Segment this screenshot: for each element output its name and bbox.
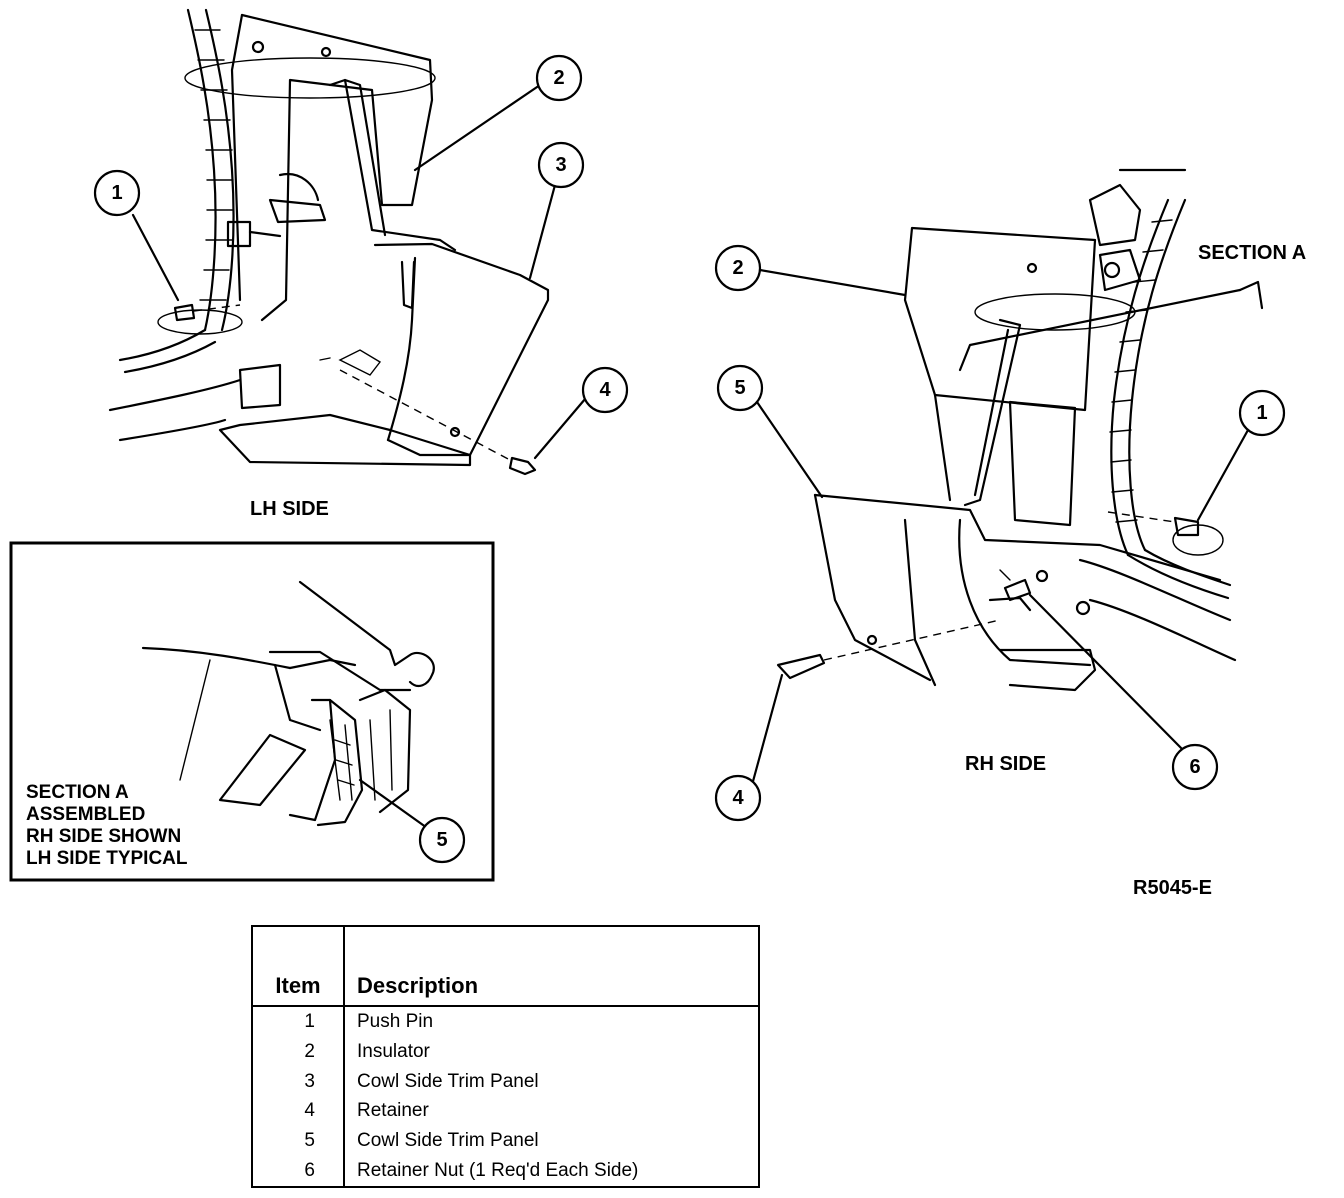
parts-legend-table: Item Description 1 Push Pin 2 Insulator …: [251, 925, 760, 1188]
item-number: 2: [252, 1036, 345, 1067]
section-a-label: SECTION A: [1198, 242, 1306, 264]
callout-number: 6: [1189, 756, 1200, 778]
figure-code: R5045-E: [1133, 877, 1212, 899]
lh-side-label: LH SIDE: [250, 498, 329, 520]
item-description: Insulator: [357, 1040, 430, 1062]
item-description: Retainer Nut (1 Req'd Each Side): [357, 1160, 639, 1182]
rh-callout-1: 1: [1238, 389, 1286, 437]
item-number: 3: [252, 1066, 345, 1097]
rh-side-label: RH SIDE: [965, 753, 1046, 775]
table-header-row: Item Description: [252, 926, 759, 1007]
inset-callout-5: 5: [418, 816, 466, 864]
table-row: 6 Retainer Nut (1 Req'd Each Side): [252, 1156, 759, 1187]
item-number: 5: [252, 1126, 345, 1157]
lh-callout-2: 2: [535, 54, 583, 102]
table-row: 3 Cowl Side Trim Panel: [252, 1066, 759, 1097]
callout-number: 3: [555, 154, 566, 176]
rh-callout-6: 6: [1171, 743, 1219, 791]
section-a-inset-caption: SECTION A ASSEMBLED RH SIDE SHOWN LH SID…: [26, 782, 188, 870]
inset-caption-line: LH SIDE TYPICAL: [26, 848, 188, 869]
rh-callout-2: 2: [714, 244, 762, 292]
lh-side-drawing: [108, 8, 593, 476]
callout-number: 2: [553, 67, 564, 89]
callout-number: 1: [1256, 402, 1267, 424]
section-a-inset-drawing: [141, 580, 435, 832]
inset-caption-line: RH SIDE SHOWN: [26, 826, 182, 847]
table-row: 5 Cowl Side Trim Panel: [252, 1126, 759, 1157]
callout-number: 1: [111, 182, 122, 204]
item-number: 6: [252, 1156, 345, 1187]
item-description: Cowl Side Trim Panel: [357, 1070, 539, 1092]
table-row: 2 Insulator: [252, 1036, 759, 1067]
table-row: 4 Retainer: [252, 1096, 759, 1127]
lh-callout-1: 1: [93, 169, 141, 217]
callout-number: 4: [732, 787, 744, 809]
inset-caption-line: ASSEMBLED: [26, 804, 146, 825]
lh-callout-4: 4: [581, 366, 629, 414]
item-description: Retainer: [357, 1100, 429, 1122]
description-column-header: Description: [344, 926, 759, 1007]
rh-callout-4: 4: [714, 774, 762, 822]
item-number: 1: [252, 1006, 345, 1037]
item-description: Push Pin: [357, 1010, 434, 1032]
item-number: 4: [252, 1096, 345, 1127]
item-description: Cowl Side Trim Panel: [357, 1130, 539, 1152]
inset-caption-line: SECTION A: [26, 782, 129, 803]
section-a-inset-frame: [9, 541, 495, 882]
callout-number: 5: [734, 377, 745, 399]
table-row: 1 Push Pin: [252, 1006, 759, 1037]
callout-number: 5: [436, 829, 447, 851]
item-column-header: Item: [252, 926, 345, 1007]
callout-number: 4: [599, 379, 611, 401]
callout-number: 2: [732, 257, 743, 279]
lh-callout-3: 3: [537, 141, 585, 189]
rh-callout-5: 5: [716, 364, 764, 412]
rh-side-drawing: [750, 168, 1264, 787]
